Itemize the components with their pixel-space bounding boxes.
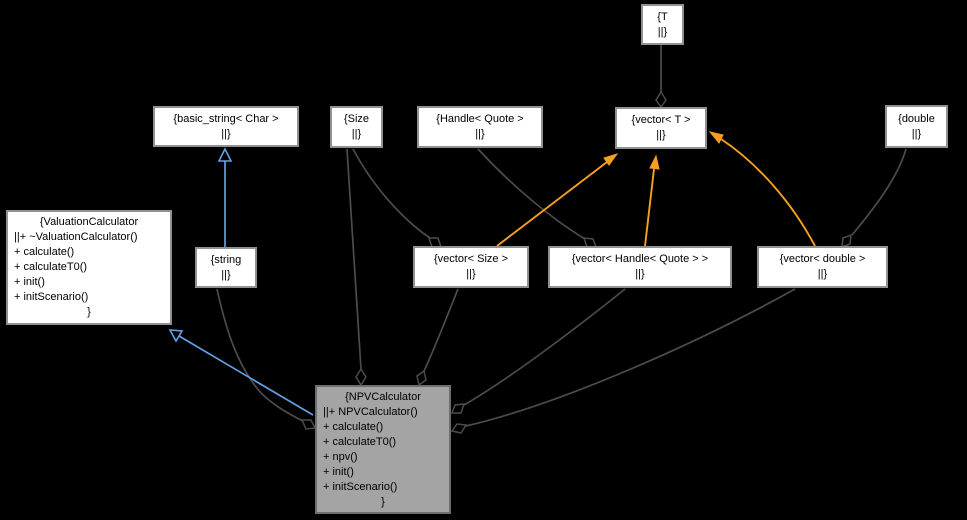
class-node-vector-handle-quote[interactable]: {vector< Handle< Quote > > ||} <box>548 246 732 288</box>
class-node-npv-calculator[interactable]: {NPVCalculator ||+ NPVCalculator() + cal… <box>315 385 451 514</box>
edge-vector-handle-quote-to-npvcalculator <box>463 288 626 406</box>
class-label: {vector< double > <box>779 253 866 265</box>
class-label: ||} <box>817 268 828 280</box>
method-label: + calculateT0() <box>14 261 88 273</box>
edge-vector-size-to-npvcalculator <box>423 288 459 372</box>
class-node-basic-string[interactable]: {basic_string< Char > ||} <box>153 106 299 147</box>
method-label: + init() <box>14 276 45 288</box>
class-label: {T <box>657 10 668 23</box>
class-node-string[interactable]: {string ||} <box>195 247 257 288</box>
class-node-handle-quote[interactable]: {Handle< Quote > ||} <box>417 106 543 148</box>
class-node-size[interactable]: {Size ||} <box>330 106 383 148</box>
class-label: {ValuationCalculator <box>39 216 139 228</box>
arrow-inherit-valuation-calculator <box>168 329 184 343</box>
class-label: ||} <box>657 25 668 38</box>
method-label: + calculate() <box>323 421 384 433</box>
arrow-inherit-basic-string <box>217 147 233 162</box>
class-label: ||} <box>351 128 362 140</box>
edge-double-to-vector-double <box>851 148 907 236</box>
class-label: ||} <box>911 127 922 140</box>
class-label: ||} <box>221 127 231 140</box>
class-node-vector-size[interactable]: {vector< Size > ||} <box>413 246 529 288</box>
method-label: + calculate() <box>14 246 75 258</box>
diamond-npv-vector-handle-quote <box>450 403 466 414</box>
edge-size-to-vector-size <box>352 148 431 239</box>
arrow-template-from-vector-handle-quote <box>649 154 660 170</box>
class-label: {vector< Handle< Quote > > <box>571 253 709 265</box>
edge-string-to-npvcalculator <box>216 288 304 422</box>
class-label: {Size <box>343 113 370 125</box>
class-label: ||} <box>466 268 476 280</box>
class-label: {NPVCalculator <box>345 391 421 403</box>
class-label: ||} <box>656 129 666 141</box>
method-label: + initScenario() <box>14 291 89 303</box>
diamond-npv-vector-double <box>450 423 468 434</box>
class-label: ||} <box>635 268 645 280</box>
method-label: + init() <box>323 466 354 478</box>
method-label: ||+ NPVCalculator() <box>323 406 418 418</box>
class-node-vector-double[interactable]: {vector< double > ||} <box>757 246 888 288</box>
class-node-double[interactable]: {double ||} <box>885 105 948 148</box>
edge-npv-inherits-valuation-calculator <box>178 335 314 416</box>
class-label: {basic_string< Char > <box>173 112 279 125</box>
method-label: ||+ ~ValuationCalculator() <box>14 231 138 243</box>
diamond-vector-t <box>655 90 667 109</box>
edge-vector-double-template-vector-t <box>720 138 816 247</box>
arrow-template-from-vector-size <box>603 153 619 166</box>
class-node-vector-t[interactable]: {vector< T > ||} <box>615 107 707 149</box>
class-label: {string <box>210 253 242 266</box>
diamond-npv-string <box>300 419 317 430</box>
class-label: {Handle< Quote > <box>436 113 524 125</box>
diamond-npv-vector-size <box>416 369 427 387</box>
class-node-valuation-calculator[interactable]: {ValuationCalculator ||+ ~ValuationCalcu… <box>6 210 172 325</box>
method-label: + calculateT0() <box>323 436 397 448</box>
class-label: ||} <box>221 268 231 281</box>
class-label: {vector< T > <box>631 114 691 126</box>
class-label: } <box>87 306 91 318</box>
class-node-t[interactable]: {T ||} <box>641 4 684 45</box>
diamond-vector-double <box>841 233 852 249</box>
edge-vector-size-template-vector-t <box>496 161 608 247</box>
class-label: ||} <box>475 128 485 140</box>
method-label: + initScenario() <box>323 481 398 493</box>
method-label: + npv() <box>323 451 358 463</box>
class-label: {vector< Size > <box>434 253 508 265</box>
class-label: {double <box>898 112 935 125</box>
class-label: } <box>381 496 385 508</box>
arrow-template-from-vector-double <box>708 131 724 144</box>
diamond-npv-size <box>355 367 367 387</box>
edge-size-to-npvcalculator <box>346 148 362 370</box>
edge-handle-quote-to-vector-handle-quote <box>477 148 586 240</box>
edge-vector-handle-quote-template-vector-t <box>644 168 655 247</box>
edge-vector-double-to-npvcalculator <box>465 288 796 427</box>
